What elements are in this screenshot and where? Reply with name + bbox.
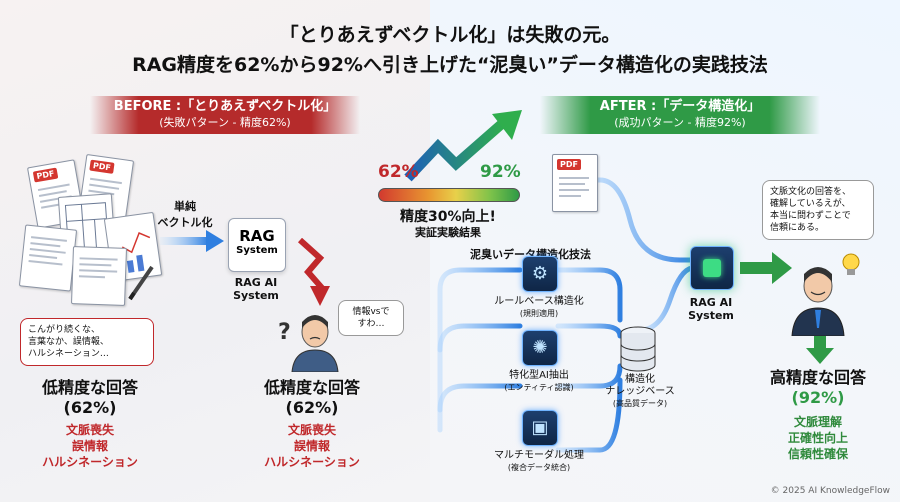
rag-caption-before-line-1: RAG AI bbox=[234, 276, 278, 289]
confusion-bubble-line-1: こんがり続くな、 bbox=[28, 325, 101, 335]
headline-line-1: 「とりあえずベクトル化」は失敗の元。 bbox=[279, 24, 621, 46]
vectorize-label-line-2: ベクトル化 bbox=[157, 216, 213, 229]
growth-arrow-icon bbox=[404, 110, 522, 182]
low-accuracy-title-1: 低精度な回答 bbox=[41, 378, 138, 397]
rag-box-title: RAG bbox=[239, 227, 275, 245]
ai-chip-icon bbox=[690, 246, 734, 290]
lightbulb-icon bbox=[842, 253, 860, 275]
success-arrow-icon bbox=[740, 252, 792, 284]
question-mark-icon: ? bbox=[278, 320, 291, 345]
user-bubble-line-1: 情報vsで bbox=[352, 307, 390, 317]
pen-icon bbox=[128, 265, 154, 301]
user-question-bubble: 情報vsで すわ… bbox=[338, 300, 404, 336]
step-ai-extraction-sub: (エンティティ認識) bbox=[504, 383, 574, 392]
rag-caption-before-line-2: System bbox=[233, 289, 279, 302]
rag-caption-after-line-1: RAG AI bbox=[689, 296, 733, 309]
before-banner: BEFORE :「とりあえずベクトル化」 (失敗パターン - 精度62%) bbox=[90, 96, 360, 134]
low-accuracy-value-1: (62%) bbox=[63, 398, 117, 417]
trust-bubble: 文脈文化の回答を、 確解しているえが、 本当に問わずことで 信頼にある。 bbox=[762, 180, 874, 240]
headline-line-2: RAG精度を62%から92%へ引き上げた“泥臭い”データ構造化の実践技法 bbox=[132, 54, 768, 76]
failure-arrow-icon bbox=[297, 238, 330, 306]
to-accuracy-value: 92% bbox=[480, 162, 521, 182]
data-flow-lines bbox=[437, 177, 695, 453]
rag-caption-after-line-2: System bbox=[688, 309, 734, 322]
step-rule-based: ルールベース構造化 (規則適用) bbox=[472, 296, 606, 320]
down-arrow-icon bbox=[806, 336, 834, 364]
step-rule-based-sub: (規則適用) bbox=[519, 309, 559, 318]
document-icon bbox=[18, 224, 78, 292]
trust-bubble-line-1: 文脈文化の回答を、 bbox=[770, 187, 852, 197]
after-background bbox=[430, 0, 900, 502]
accuracy-gain-text: 精度30%向上! bbox=[400, 209, 496, 225]
issue-item: 誤情報 bbox=[71, 439, 108, 453]
after-banner: AFTER :「データ構造化」 (成功パターン - 精度92%) bbox=[540, 96, 820, 134]
before-banner-title: BEFORE :「とりあえずベクトル化」 bbox=[113, 99, 337, 114]
low-accuracy-value-2: (62%) bbox=[285, 398, 339, 417]
knowledge-base-line-2: ナレッジベース bbox=[605, 386, 675, 397]
step-multimodal-label: マルチモーダル処理 bbox=[494, 450, 584, 461]
trust-bubble-line-4: 信頼にある。 bbox=[770, 223, 825, 233]
issue-list-1: 文脈喪失 誤情報 ハルシネーション bbox=[30, 422, 150, 470]
benefit-item: 信頼性確保 bbox=[787, 447, 848, 461]
rag-caption-before: RAG AI System bbox=[222, 276, 290, 302]
benefit-item: 文脈理解 bbox=[793, 415, 842, 429]
step-multimodal: マルチモーダル処理 (複合データ統合) bbox=[472, 450, 606, 474]
document-icon bbox=[71, 246, 127, 306]
issue-item: 誤情報 bbox=[293, 439, 330, 453]
after-banner-subtitle: (成功パターン - 精度92%) bbox=[614, 116, 746, 129]
low-accuracy-result-2: 低精度な回答 (62%) bbox=[252, 374, 372, 417]
user-bubble-line-2: すわ… bbox=[357, 319, 385, 329]
step-ai-extraction: 特化型AI抽出 (エンティティ認識) bbox=[472, 370, 606, 394]
rag-system-box: RAG System bbox=[228, 218, 286, 272]
step-ai-extraction-label: 特化型AI抽出 bbox=[509, 370, 569, 381]
knowledge-base-label: 構造化 ナレッジベース (高品質データ) bbox=[594, 374, 686, 410]
rag-box-subtitle: System bbox=[236, 245, 278, 256]
after-document-icon: PDF bbox=[552, 154, 598, 212]
vectorize-label-line-1: 単純 bbox=[174, 200, 196, 213]
issue-item: 文脈喪失 bbox=[65, 423, 114, 437]
confused-user-avatar bbox=[291, 315, 339, 372]
low-accuracy-result-1: 低精度な回答 (62%) bbox=[30, 374, 150, 417]
high-accuracy-result: 高精度な回答 (92%) bbox=[758, 364, 878, 407]
issue-item: ハルシネーション bbox=[264, 455, 360, 469]
pdf-badge: PDF bbox=[557, 159, 581, 170]
rag-caption-after: RAG AI System bbox=[680, 296, 742, 322]
step-multimodal-sub: (複合データ統合) bbox=[507, 463, 571, 472]
confusion-bubble-line-2: 言葉なか、誤情報、 bbox=[28, 337, 109, 347]
confusion-bubble-line-3: ハルシネーション… bbox=[28, 349, 109, 359]
benefit-item: 正確性向上 bbox=[787, 431, 848, 445]
knowledge-base-line-1: 構造化 bbox=[625, 374, 655, 385]
confusion-bubble: こんがり続くな、 言葉なか、誤情報、 ハルシネーション… bbox=[20, 318, 154, 366]
satisfied-user-avatar bbox=[791, 267, 845, 336]
low-accuracy-title-2: 低精度な回答 bbox=[263, 378, 360, 397]
issue-item: 文脈喪失 bbox=[287, 423, 336, 437]
media-icon: ▣ bbox=[522, 410, 558, 446]
brain-icon: ✺ bbox=[522, 330, 558, 366]
step-rule-based-label: ルールベース構造化 bbox=[494, 296, 584, 307]
issue-item: ハルシネーション bbox=[42, 455, 138, 469]
vectorize-arrow-icon bbox=[160, 230, 224, 252]
vectorize-label: 単純 ベクトル化 bbox=[150, 198, 220, 230]
technique-title: 泥臭いデータ構造化技法 bbox=[470, 248, 591, 261]
benefit-list: 文脈理解 正確性向上 信頼性確保 bbox=[758, 414, 878, 462]
before-banner-subtitle: (失敗パターン - 精度62%) bbox=[159, 116, 291, 129]
after-banner-title: AFTER :「データ構造化」 bbox=[599, 99, 761, 114]
copyright-footer: © 2025 AI KnowledgeFlow bbox=[770, 486, 890, 496]
trust-bubble-line-3: 本当に問わずことで bbox=[770, 211, 851, 221]
accuracy-gauge bbox=[378, 188, 520, 202]
issue-list-2: 文脈喪失 誤情報 ハルシネーション bbox=[252, 422, 372, 470]
knowledge-base-line-3: (高品質データ) bbox=[612, 399, 668, 408]
accuracy-gain-subtext: 実証実験結果 bbox=[415, 226, 481, 239]
database-icon bbox=[620, 326, 656, 372]
gear-icon: ⚙ bbox=[522, 256, 558, 292]
high-accuracy-title: 高精度な回答 bbox=[769, 368, 866, 387]
from-accuracy-value: 62% bbox=[378, 162, 419, 182]
trust-bubble-line-2: 確解しているえが、 bbox=[770, 199, 851, 209]
pdf-badge: PDF bbox=[32, 167, 59, 183]
pdf-badge: PDF bbox=[89, 159, 115, 174]
high-accuracy-value: (92%) bbox=[791, 388, 845, 407]
document-pile: PDF PDF bbox=[18, 153, 163, 306]
